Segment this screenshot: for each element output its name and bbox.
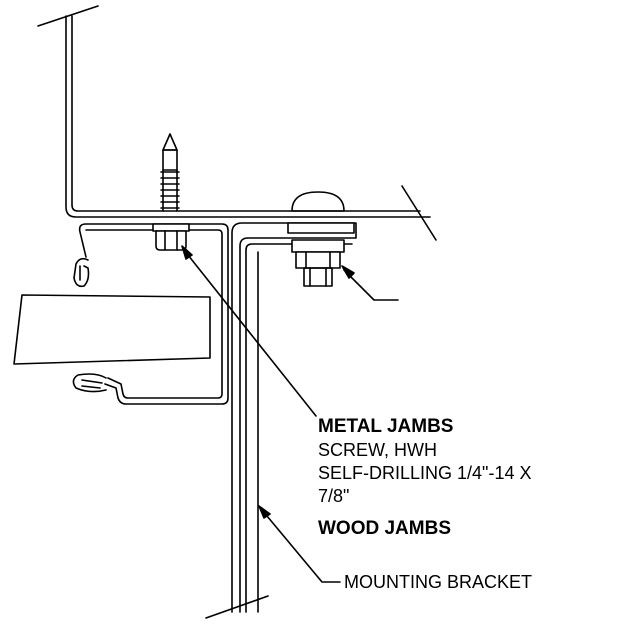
clip-hook-bottom-inner [82,380,102,388]
mounting-bracket-inner [246,244,352,612]
top-break-line [38,6,98,26]
mounting-bracket-label: MOUNTING BRACKET [344,572,533,592]
wood-jambs-heading: WOOD JAMBS [318,518,451,539]
bolt-washer-top [288,223,354,233]
jamb-wall-outer [66,16,430,217]
screw-tip [163,134,177,150]
bolt-stub [304,268,332,286]
screw-spec-line-2: SELF-DRILLING 1/4"-14 X [318,463,532,483]
bolt-nut [296,252,340,268]
bolt-leader-arrow [342,266,354,278]
bolt-dome [292,192,344,211]
screw-spec-line-3: 7/8" [318,486,350,506]
bolt-leader-line [344,270,398,300]
clip-hook-bottom [73,374,106,392]
clip-bracket [80,224,228,404]
screw-spec-line-1: SCREW, HWH [318,440,437,460]
door-panel [14,295,210,364]
screw-leader-line [184,250,316,416]
metal-jambs-heading: METAL JAMBS [318,416,454,437]
clip-bracket-inner [86,230,222,398]
screw-thread [161,170,179,211]
screw-leader-arrow [182,246,192,259]
mounting-bracket-outer [232,223,356,612]
screw-hex-head [156,231,186,250]
bottom-break-line [206,596,268,618]
clip-hook-top [74,259,89,287]
screw-washer [153,224,189,231]
screw-shank-top [163,150,177,170]
bracket-leader-arrow [259,506,270,518]
bolt-nut-washer [292,240,344,252]
jamb-wall-inner [72,16,420,211]
right-break-line [402,186,436,240]
bracket-leader-line [262,510,340,582]
